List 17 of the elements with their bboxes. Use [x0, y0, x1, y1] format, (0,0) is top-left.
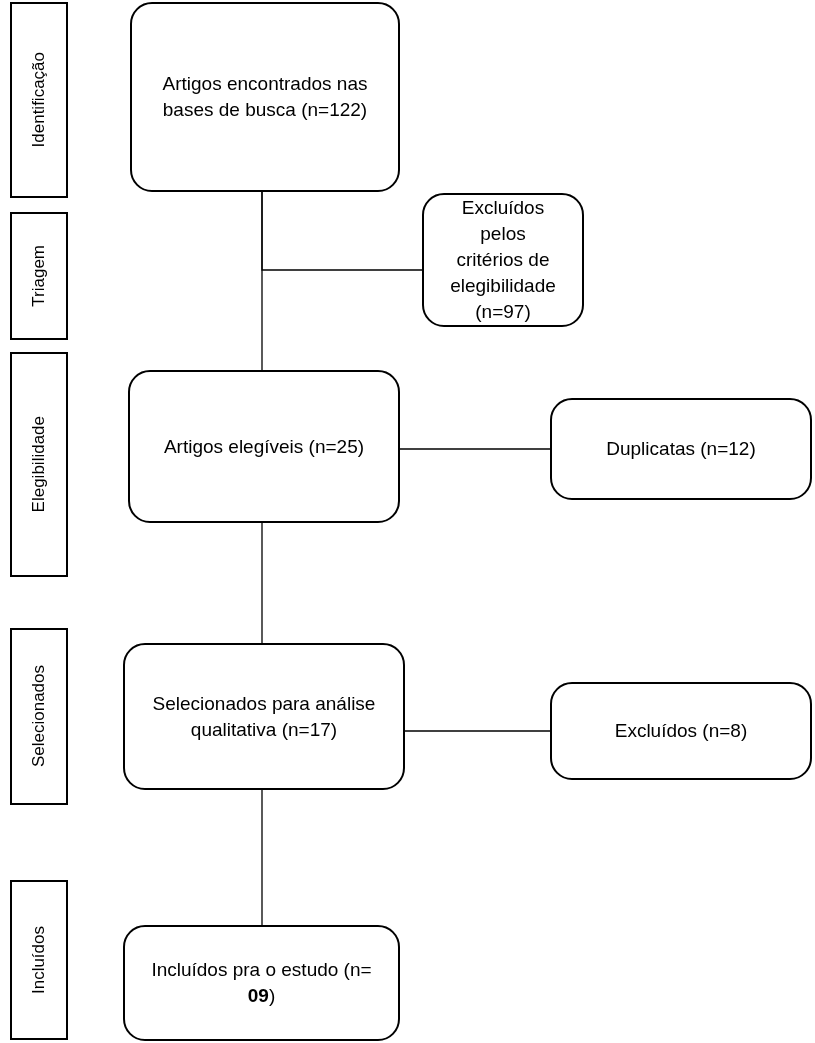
connector-line — [261, 191, 423, 271]
process-box: Excluídos (n=8) — [550, 682, 812, 780]
connector-line — [399, 448, 551, 450]
process-box: Artigos elegíveis (n=25) — [128, 370, 400, 523]
connector-line — [261, 789, 263, 926]
process-box: Artigos encontrados nas bases de busca (n=122) — [130, 2, 400, 192]
stage-label-box: Identificação — [10, 2, 68, 198]
process-box: Selecionados para análise qualitativa (n=17) — [123, 643, 405, 790]
stage-label-box: Elegibilidade — [10, 352, 68, 577]
process-box: Duplicatas (n=12) — [550, 398, 812, 500]
stage-label-box: Incluídos — [10, 880, 68, 1040]
stage-label-box: Triagem — [10, 212, 68, 340]
process-box: Incluídos pra o estudo (n= 09) — [123, 925, 400, 1041]
process-box: Excluídos pelos critérios de elegibilidade (n=97) — [422, 193, 584, 327]
connector-line — [404, 730, 551, 732]
connector-line — [261, 522, 263, 644]
stage-label-box: Selecionados — [10, 628, 68, 805]
